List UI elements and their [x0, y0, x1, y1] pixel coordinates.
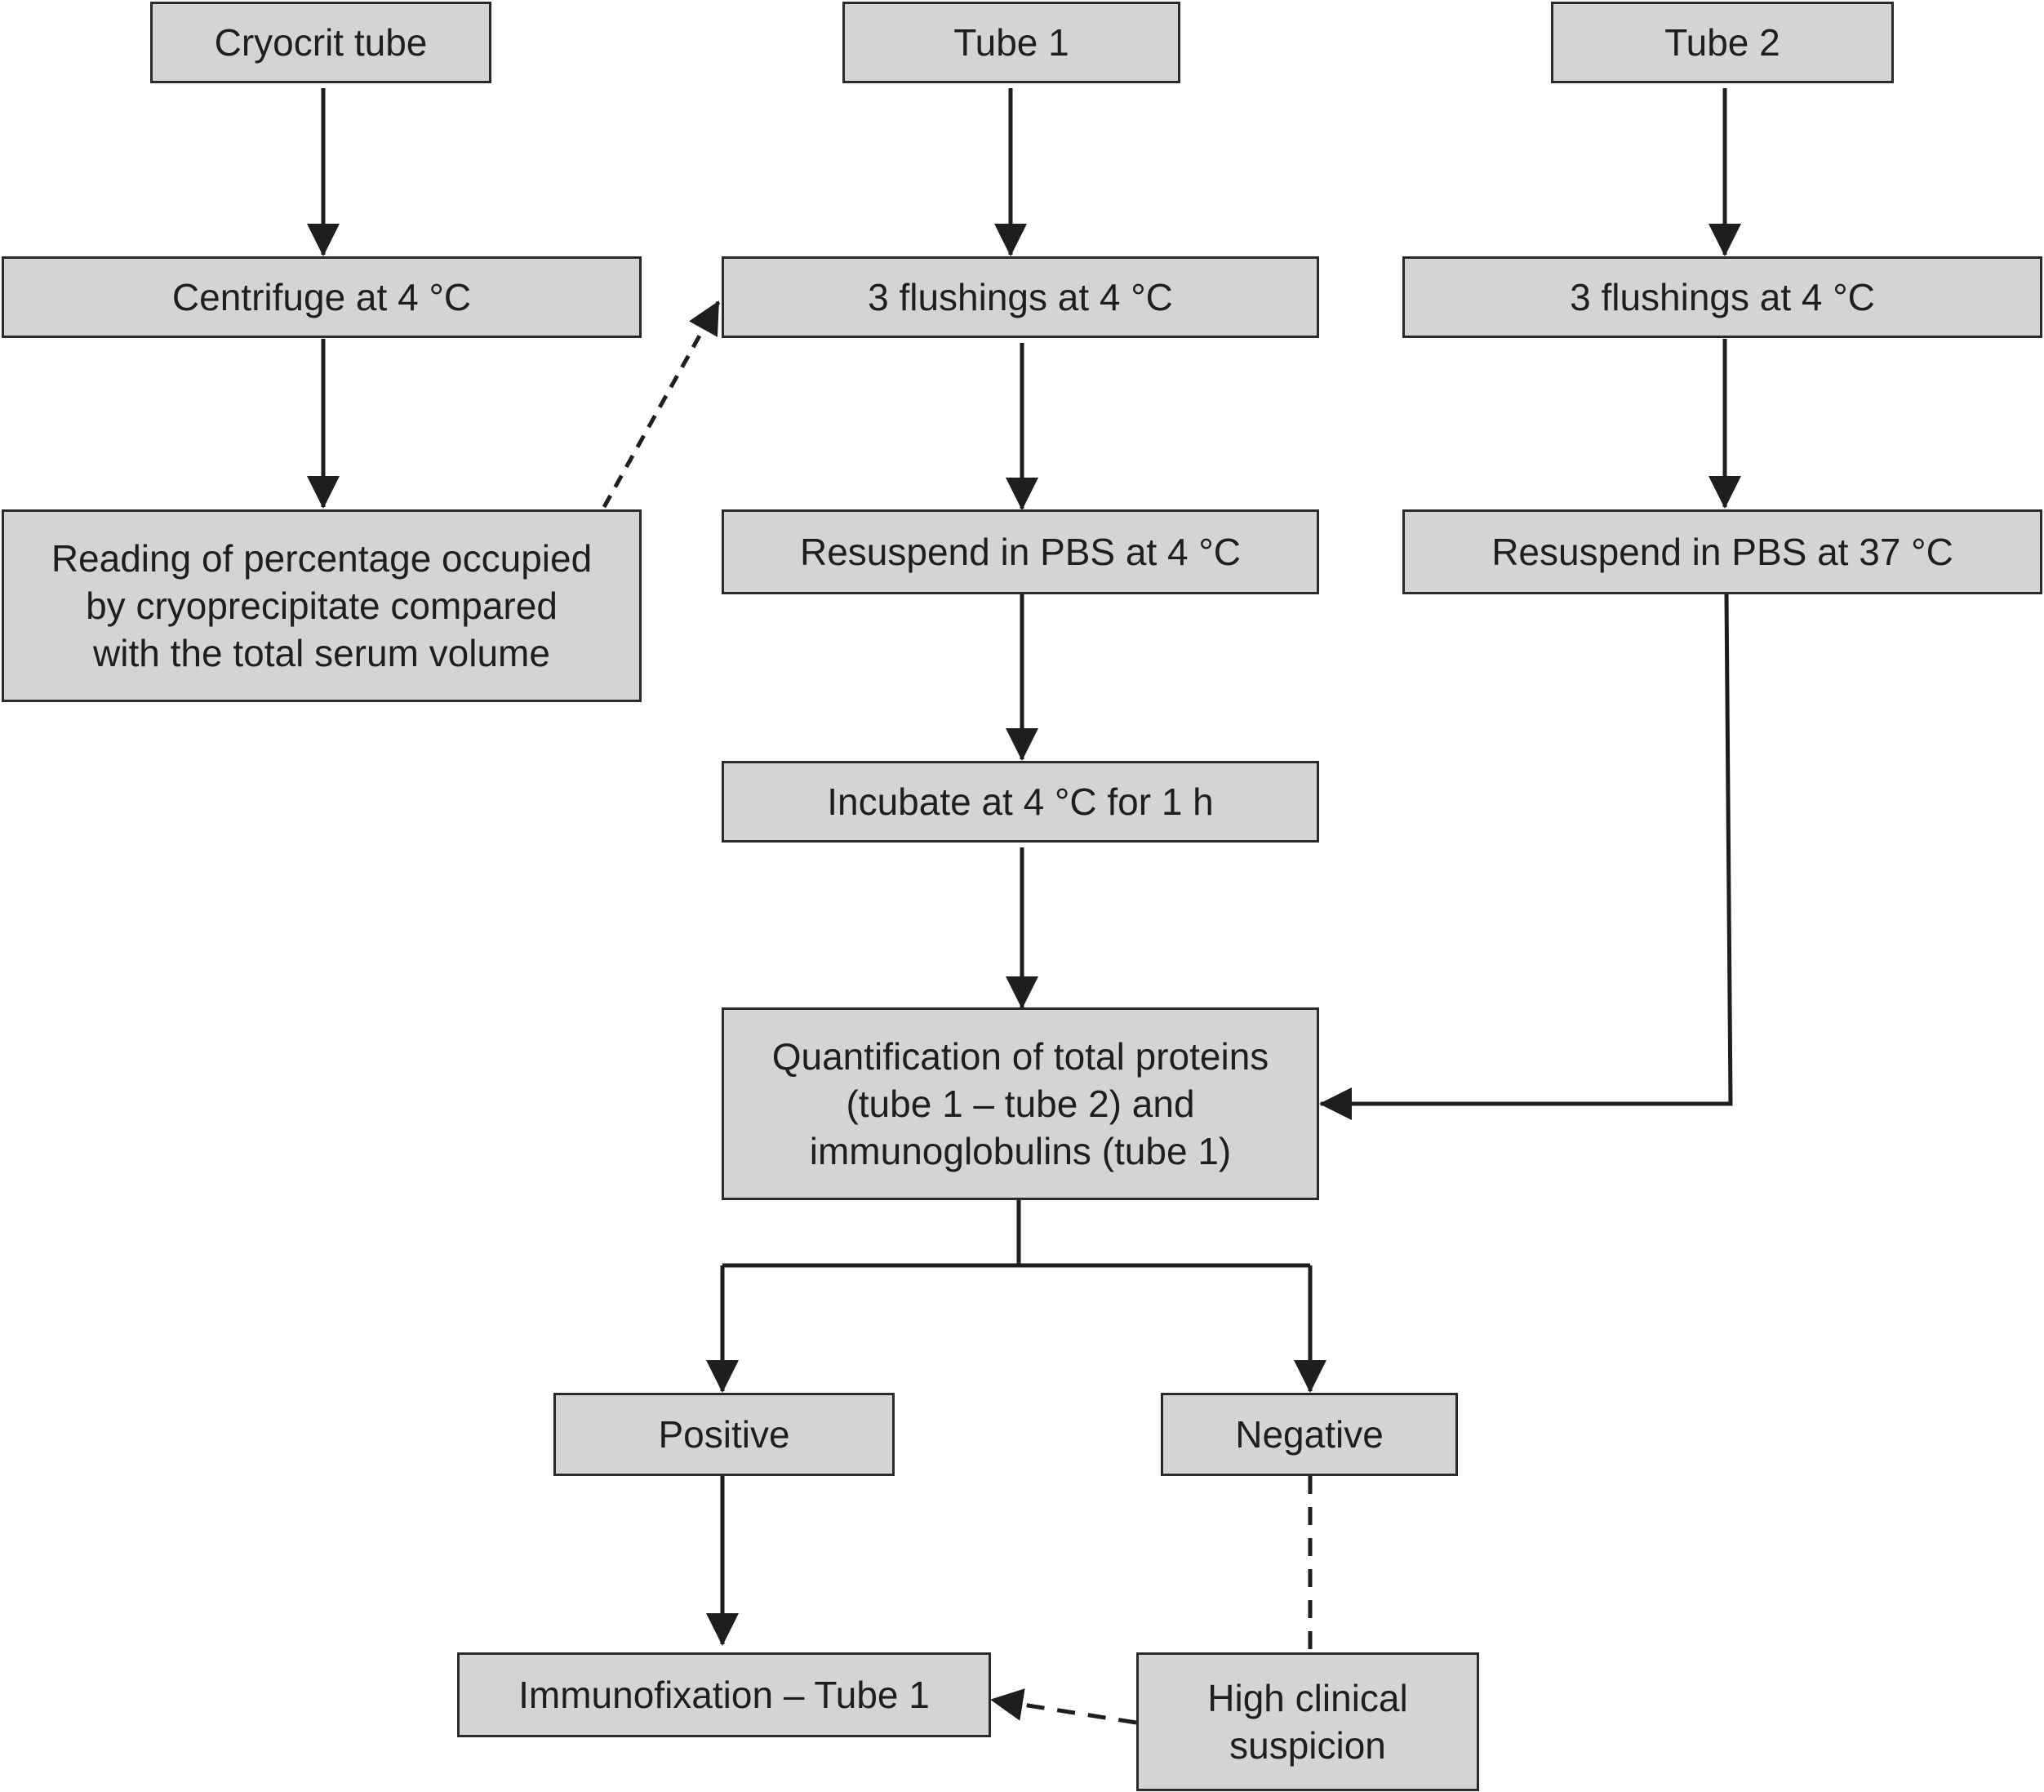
node-cryocrit-tube: Cryocrit tube: [150, 2, 491, 83]
node-quantification: Quantification of total proteins (tube 1…: [722, 1007, 1319, 1200]
node-tube1: Tube 1: [842, 2, 1180, 83]
node-positive: Positive: [553, 1393, 895, 1476]
node-negative: Negative: [1161, 1393, 1458, 1476]
node-reading: Reading of percentage occupied by cryopr…: [2, 509, 642, 702]
edge-resuspend2-to-quantification: [1319, 594, 1733, 1120]
node-resuspend1: Resuspend in PBS at 4 °C: [722, 509, 1319, 594]
node-flush1: 3 flushings at 4 °C: [722, 256, 1319, 338]
node-tube2: Tube 2: [1551, 2, 1894, 83]
node-incubate: Incubate at 4 °C for 1 h: [722, 761, 1319, 843]
node-resuspend2: Resuspend in PBS at 37 °C: [1402, 509, 2042, 594]
node-immunofixation: Immunofixation – Tube 1: [457, 1652, 991, 1737]
node-high-suspicion: High clinical suspicion: [1136, 1652, 1479, 1791]
edge-high-suspicion-to-immunofixation: [990, 1688, 1137, 1725]
node-flush2: 3 flushings at 4 °C: [1402, 256, 2042, 338]
edge-reading-to-flush1: [602, 300, 721, 509]
node-centrifuge: Centrifuge at 4 °C: [2, 256, 642, 338]
